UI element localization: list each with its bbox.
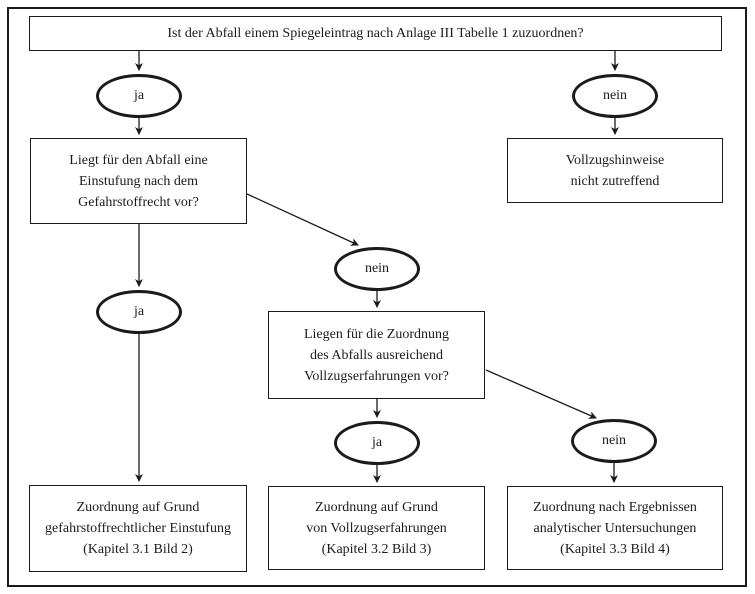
result-box-analytische-untersuchungen: Zuordnung nach Ergebnissen analytischer … — [507, 486, 723, 570]
decision-ellipse-nein-2: nein — [334, 247, 420, 291]
question-box-gefahrstoffrecht: Liegt für den Abfall eine Einstufung nac… — [30, 138, 247, 224]
decision-ellipse-ja-1: ja — [96, 74, 182, 118]
result-box-gefahrstoffrechtliche-einstufung: Zuordnung auf Grund gefahrstoffrechtlich… — [29, 485, 247, 572]
result-box-vollzugshinweise: Vollzugshinweise nicht zutreffend — [507, 138, 723, 203]
question-box-spiegeleintrag: Ist der Abfall einem Spiegeleintrag nach… — [29, 16, 722, 51]
outer-frame — [7, 7, 747, 587]
decision-ellipse-ja-3: ja — [334, 421, 420, 465]
decision-ellipse-ja-2: ja — [96, 290, 182, 334]
question-box-vollzugserfahrungen: Liegen für die Zuordnung des Abfalls aus… — [268, 311, 485, 399]
decision-ellipse-nein-1: nein — [572, 74, 658, 118]
decision-ellipse-nein-3: nein — [571, 419, 657, 463]
result-box-vollzugserfahrungen: Zuordnung auf Grund von Vollzugserfahrun… — [268, 486, 485, 570]
